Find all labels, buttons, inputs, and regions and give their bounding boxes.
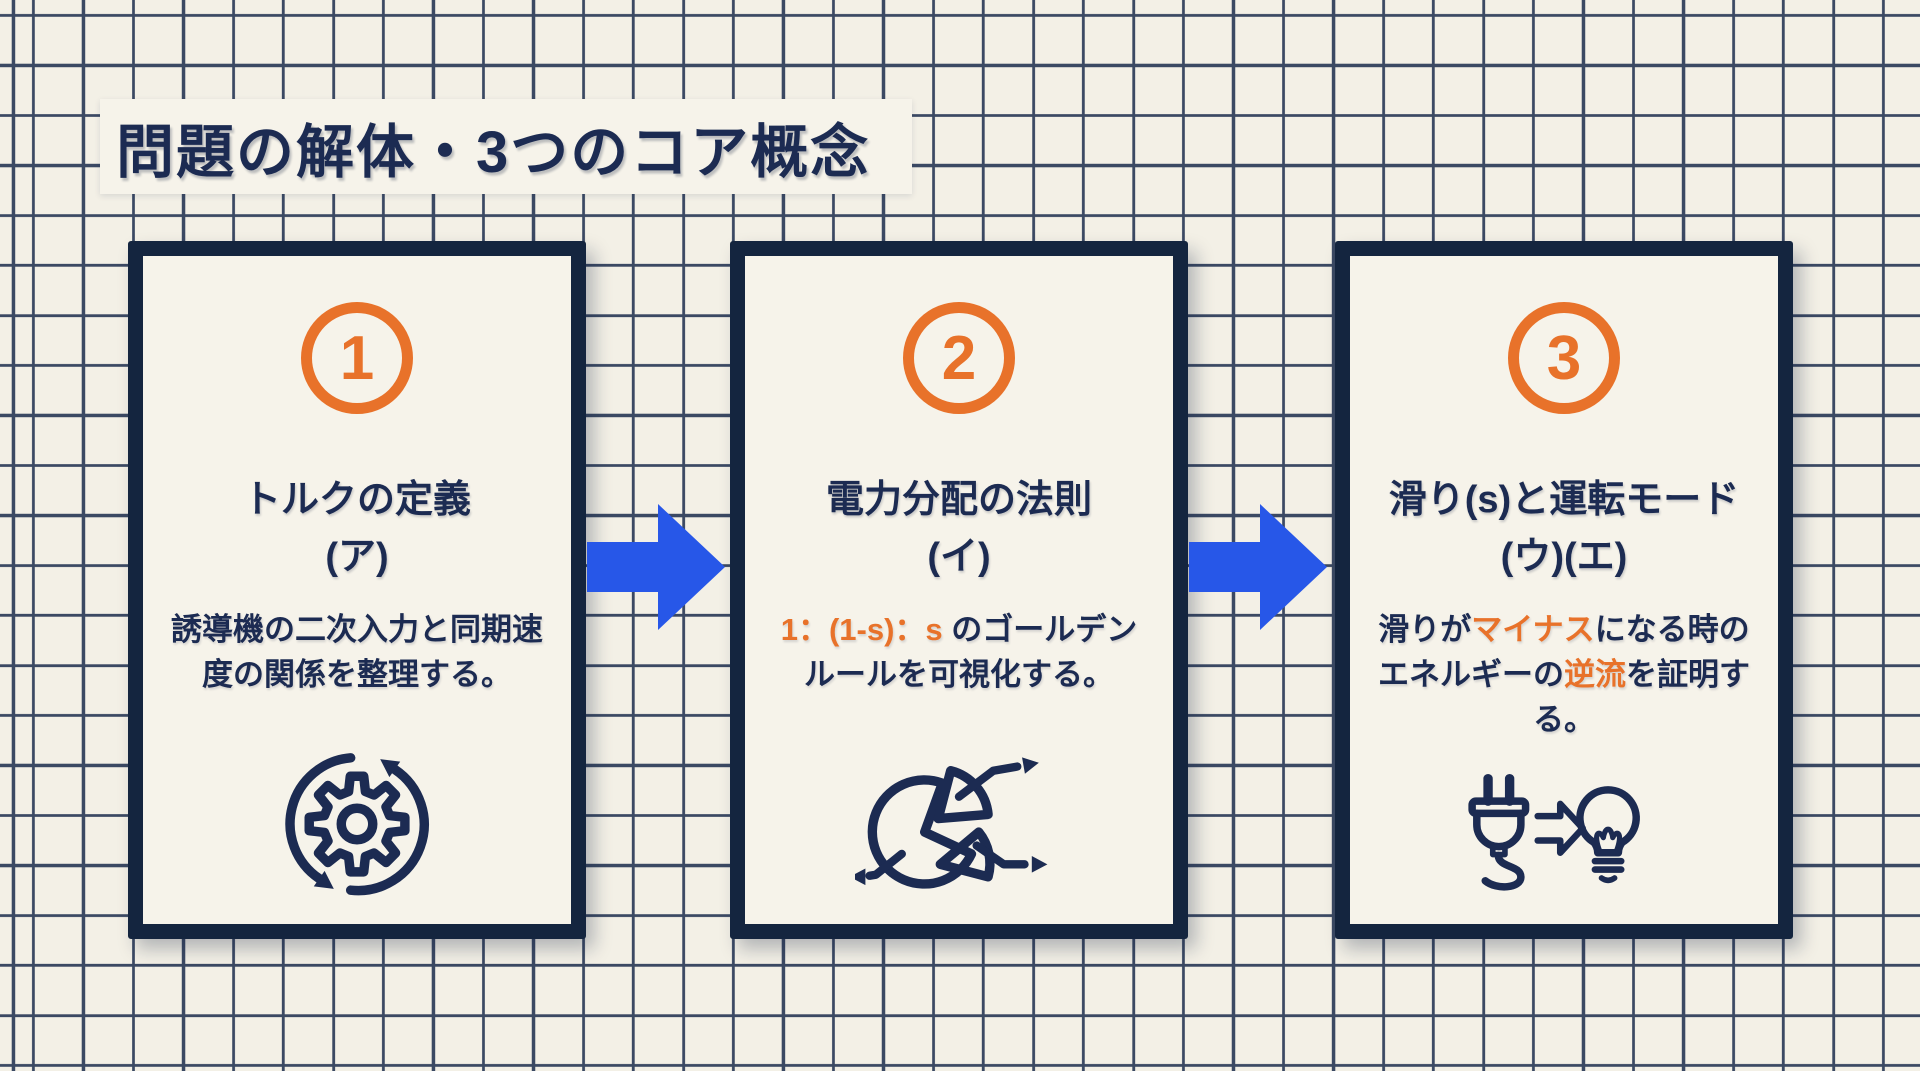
flow-arrow-right-2 [1189, 504, 1327, 630]
text-segment: になる時のエネルギーの [1378, 612, 1750, 692]
card-heading-2: 電力分配の法則 (イ) [826, 472, 1092, 586]
card-description-1: 誘導機の二次入力と同期速度の関係を整理する。 [143, 608, 571, 698]
step-number-badge-2: 2 [903, 302, 1015, 414]
card-subtitle-2: (イ) [927, 536, 991, 578]
card-title-3: 滑り(s)と運転モード [1388, 479, 1740, 521]
gear-cycle-icon [273, 740, 441, 908]
text-segment-highlight: マイナス [1471, 612, 1595, 647]
text-segment: のゴールデンルールを可視化する。 [804, 612, 1138, 692]
text-segment-highlight: 逆流 [1564, 656, 1626, 692]
step-number-badge-1: 1 [301, 302, 413, 414]
flow-arrow-right-1 [587, 504, 725, 630]
plug-to-bulb-icon [1438, 758, 1690, 908]
card-title-1: トルクの定義 [242, 479, 471, 521]
text-segment-highlight: 1：(1-s)：s [780, 612, 943, 647]
text-segment: 滑りが [1378, 612, 1472, 647]
card-heading-1: トルクの定義 (ア) [243, 472, 471, 586]
card-subtitle-3: (ウ)(エ) [1500, 536, 1628, 578]
pie-distribution-icon [849, 752, 1063, 908]
card-heading-3: 滑り(s)と運転モード (ウ)(エ) [1389, 472, 1739, 586]
card-description-3: 滑りがマイナスになる時のエネルギーの逆流を証明する。 [1350, 608, 1778, 743]
page-title: 問題の解体・3つのコア概念 [116, 119, 871, 185]
concept-card-1: 1 トルクの定義 (ア) 誘導機の二次入力と同期速度の関係を整理する。 [128, 241, 586, 939]
text-segment: 誘導機の二次入力と同期速度の関係を整理する。 [171, 612, 543, 692]
concept-card-2: 2 電力分配の法則 (イ) 1：(1-s)：s のゴールデンルールを可視化する。 [730, 241, 1188, 939]
card-subtitle-1: (ア) [325, 536, 389, 578]
card-title-2: 電力分配の法則 [825, 479, 1092, 521]
text-segment: を証明する。 [1533, 656, 1750, 737]
card-description-2: 1：(1-s)：s のゴールデンルールを可視化する。 [745, 608, 1173, 698]
step-number-badge-3: 3 [1508, 302, 1620, 414]
title-panel: 問題の解体・3つのコア概念 [100, 99, 912, 194]
concept-card-3: 3 滑り(s)と運転モード (ウ)(エ) 滑りがマイナスになる時のエネルギーの逆… [1335, 241, 1793, 939]
